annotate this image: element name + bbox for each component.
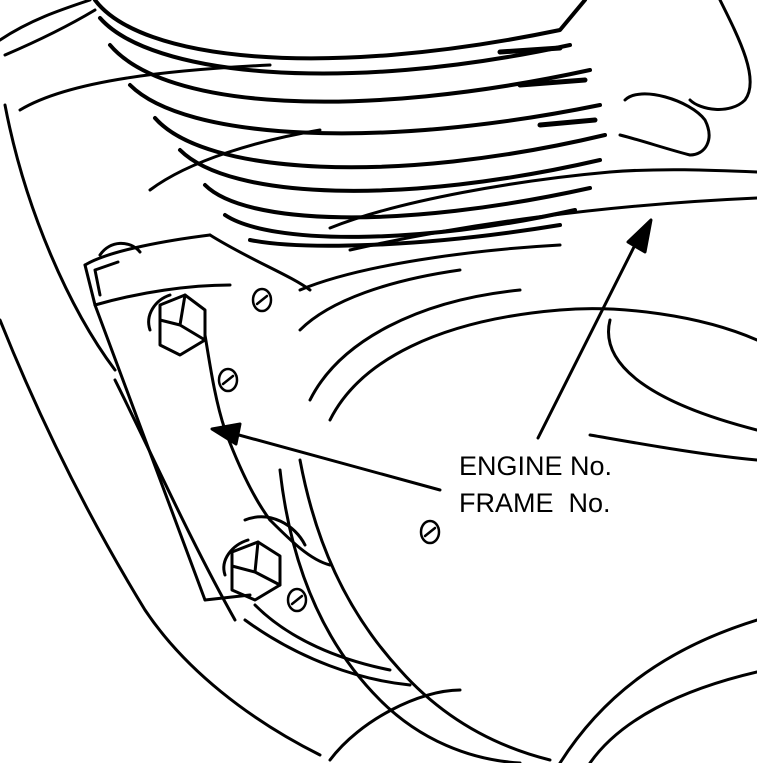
cylinder-fins [93, 0, 607, 248]
cover-screws [217, 287, 441, 613]
cylinder-head-boss [618, 0, 752, 157]
lower-hex-bolt [222, 538, 282, 602]
screw-4 [286, 587, 308, 613]
frame-outline [0, 0, 322, 757]
frame-number-label: FRAME No. [459, 488, 611, 518]
engine-number-label: ENGINE No. [459, 451, 613, 481]
arrow-left-icon [210, 422, 442, 492]
screw-1 [251, 287, 273, 313]
screw-3 [419, 519, 441, 545]
screw-2 [217, 367, 239, 393]
upper-hex-bolt [147, 293, 207, 357]
crankcase-covers [18, 63, 757, 763]
arrow-up-icon [536, 218, 653, 440]
